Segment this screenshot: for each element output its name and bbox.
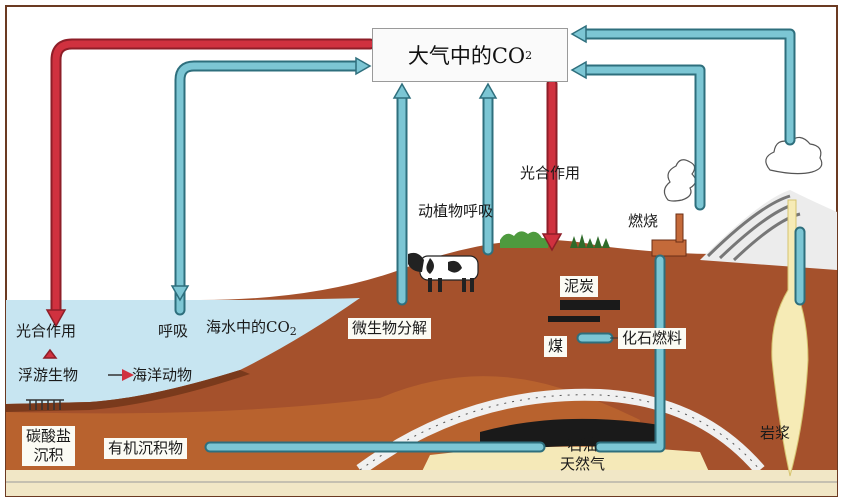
label-carbonate: 碳酸盐沉积 — [22, 426, 76, 466]
label-respiration-land: 动植物呼吸 — [418, 202, 494, 220]
seawater-co2-subscript: 2 — [289, 325, 297, 338]
coal-layer — [548, 316, 600, 322]
label-decomposition: 微生物分解 — [348, 318, 432, 339]
arrowhead-combustion — [570, 60, 587, 80]
arrowhead-decomposition — [392, 82, 412, 99]
label-organic-sediment: 有机沉积物 — [104, 438, 188, 459]
pipe-oil-up — [596, 256, 664, 451]
bushes — [500, 231, 549, 248]
factory-chimney — [675, 213, 684, 243]
label-peat: 泥炭 — [560, 276, 599, 297]
magma-chamber — [771, 199, 809, 477]
arrowhead-sea-respiration — [355, 56, 372, 76]
label-carbonate-line2: 沉积 — [33, 446, 64, 464]
label-carbonate-line1: 碳酸盐 — [26, 427, 72, 445]
label-seawater-co2: 海水中的CO2 — [206, 318, 297, 341]
arrowhead-land-photosynthesis — [541, 233, 563, 252]
trees — [570, 234, 610, 248]
cow — [408, 252, 479, 292]
seawater-co2-text: 海水中的CO — [206, 318, 290, 336]
label-marine-animals: 海洋动物 — [132, 366, 193, 384]
label-oil-gas: 石油天然气 — [560, 436, 605, 474]
arrow-sea-photosynthesis — [52, 40, 374, 316]
label-fossil-fuel: 化石燃料 — [618, 328, 687, 349]
label-respiration-sea: 呼吸 — [158, 322, 189, 340]
volcano-smoke — [765, 136, 823, 175]
atmosphere-co2-label: 大气中的CO — [407, 44, 526, 68]
label-coal: 煤 — [544, 336, 568, 357]
label-plankton: 浮游生物 — [18, 366, 79, 384]
arrowhead-volcano — [570, 24, 587, 44]
arrowhead-land-respiration — [478, 82, 498, 99]
pipe-combustion — [581, 66, 704, 209]
arrowhead-sea-respiration-bottom — [170, 285, 190, 302]
label-photosynthesis-land: 光合作用 — [520, 164, 581, 182]
blue-arrowheads — [170, 24, 587, 302]
arrowhead-sea-photosynthesis — [45, 309, 67, 328]
pipe-sea-respiration — [176, 62, 362, 314]
bottom-strata — [6, 470, 837, 496]
label-magma: 岩浆 — [760, 424, 791, 442]
arrowhead-plankton — [42, 348, 58, 359]
label-oil: 石油 — [567, 436, 598, 454]
label-gas: 天然气 — [560, 455, 606, 473]
label-photosynthesis-sea: 光合作用 — [16, 322, 77, 340]
red-arrowheads — [42, 233, 563, 359]
dome-arch-texture — [359, 394, 761, 471]
seawater — [6, 298, 360, 404]
atmosphere-co2-subscript: 2 — [525, 48, 533, 62]
peat-layer — [560, 300, 620, 310]
pipe-volcano — [581, 30, 794, 144]
label-combustion: 燃烧 — [628, 212, 659, 230]
carbonate-sediment-marks — [26, 399, 64, 410]
volcano-stripe-1 — [706, 194, 791, 258]
factory — [651, 239, 687, 257]
